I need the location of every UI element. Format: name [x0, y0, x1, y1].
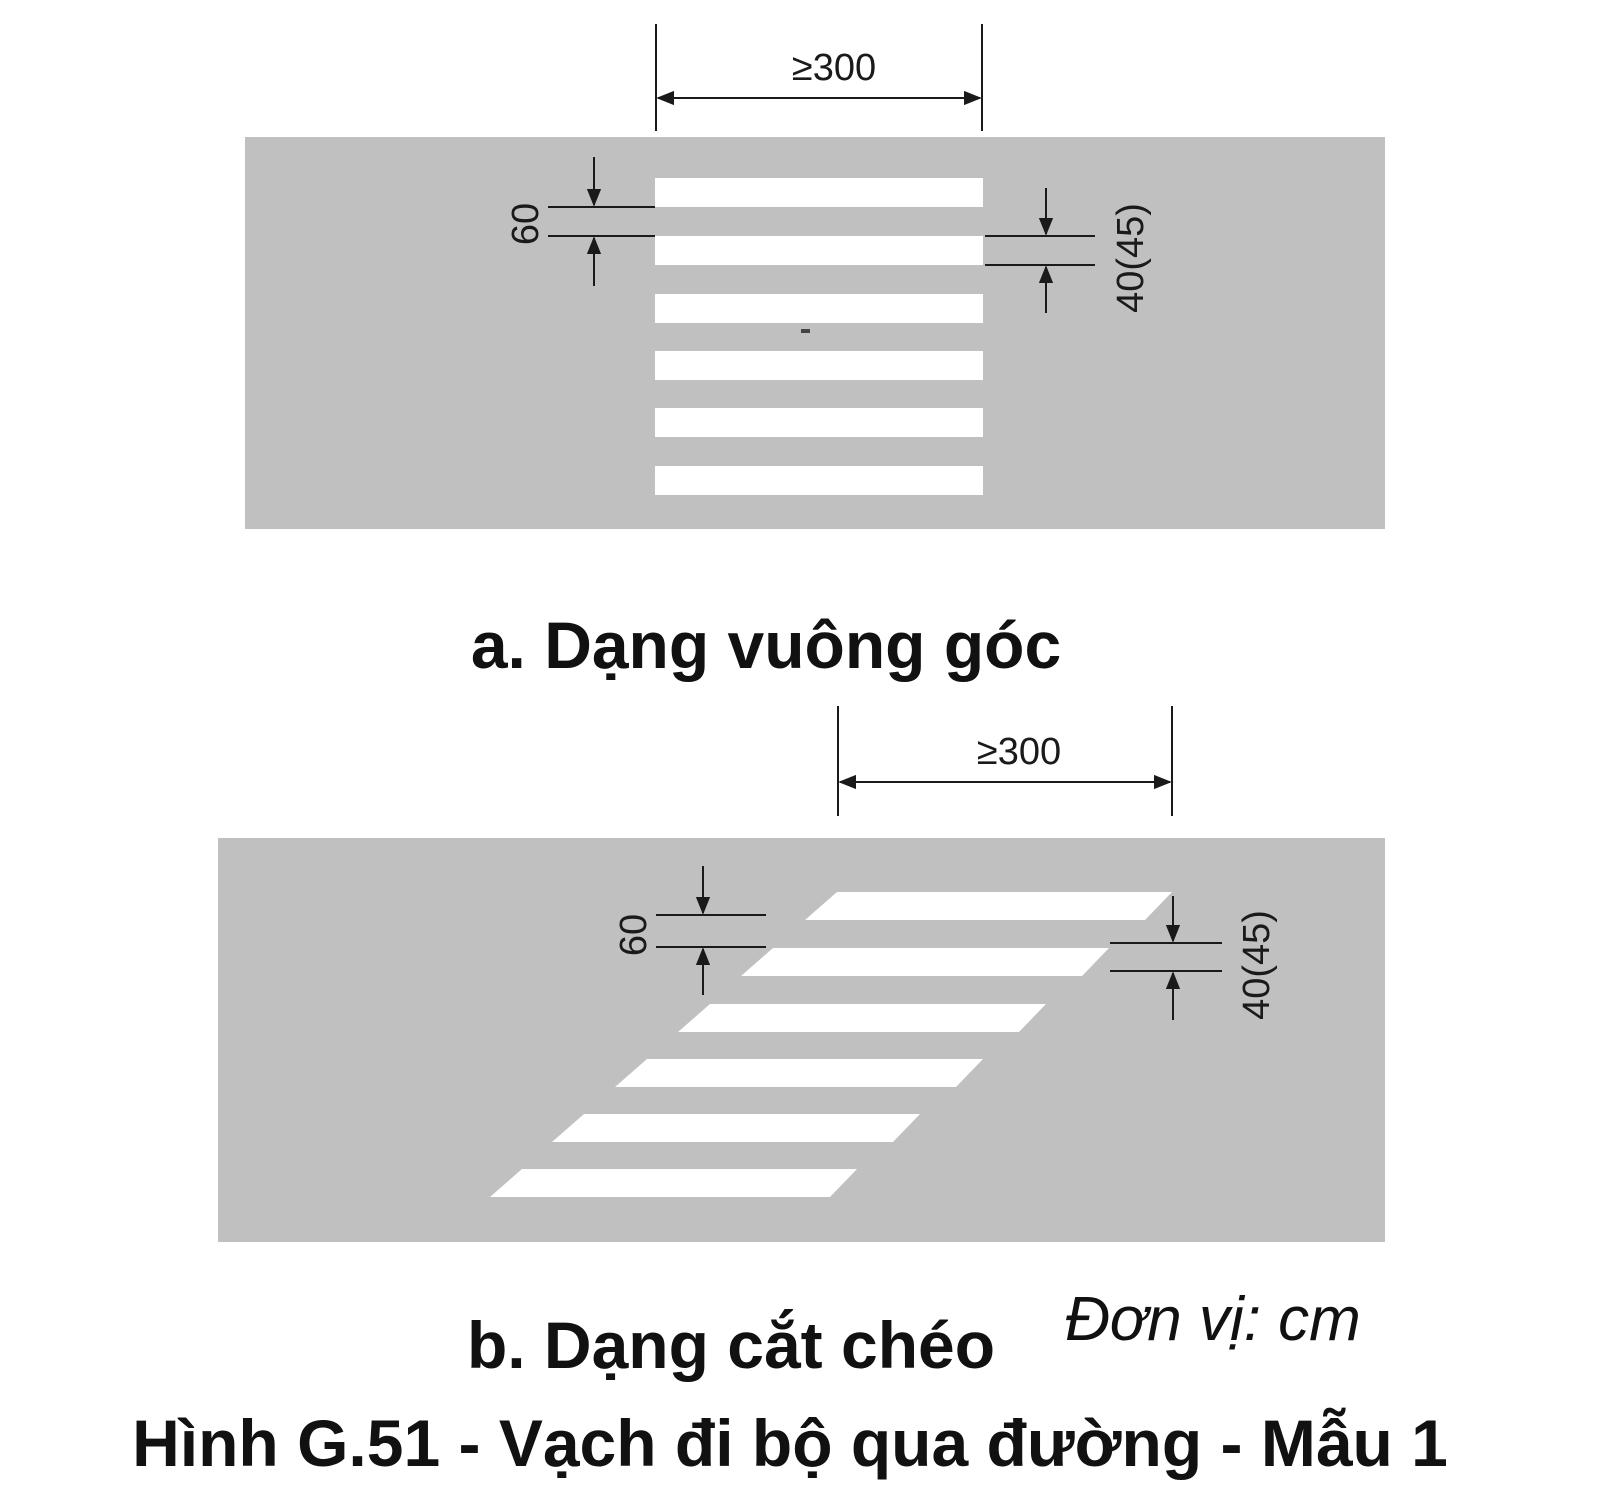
stripe [655, 294, 983, 323]
gap-label-a: 60 [505, 203, 547, 245]
width-label-b: ≥300 [977, 731, 1061, 773]
stripe [655, 351, 983, 380]
stripe [655, 466, 983, 495]
stripes-b [490, 892, 1172, 1197]
width-dimension-a [655, 24, 983, 131]
width-label-a: ≥300 [792, 47, 876, 89]
gap-dimension-a [548, 157, 655, 286]
stripe [655, 178, 983, 207]
stripe [655, 408, 983, 437]
stripe [805, 892, 1172, 920]
stripe [655, 236, 983, 265]
stripe [615, 1059, 983, 1087]
stripe [552, 1114, 920, 1142]
stripes-a [655, 178, 983, 495]
stripe [490, 1169, 857, 1197]
diagram-a: ≥300 60 40(45) a. Dạng vuông góc [245, 24, 1385, 682]
stripe-label-b: 40(45) [1236, 910, 1278, 1020]
figure-title: Hình G.51 - Vạch đi bộ qua đường - Mẫu 1 [132, 1406, 1448, 1480]
caption-a: a. Dạng vuông góc [471, 608, 1061, 682]
stripe-label-a: 40(45) [1110, 203, 1152, 313]
gap-dimension-b [656, 866, 766, 995]
gap-label-b: 60 [613, 914, 655, 956]
stripe-dimension-a [985, 188, 1095, 313]
diagram-b: ≥300 60 40(45) b. Dạng cắt chéo [218, 706, 1385, 1382]
caption-b: b. Dạng cắt chéo [467, 1308, 995, 1382]
stripe [741, 948, 1109, 976]
small-mark [801, 329, 810, 333]
stripe-dimension-b [1110, 896, 1222, 1020]
unit-note: Đơn vị: cm [1065, 1285, 1361, 1354]
width-dimension-b [837, 706, 1173, 816]
stripe [678, 1004, 1046, 1032]
